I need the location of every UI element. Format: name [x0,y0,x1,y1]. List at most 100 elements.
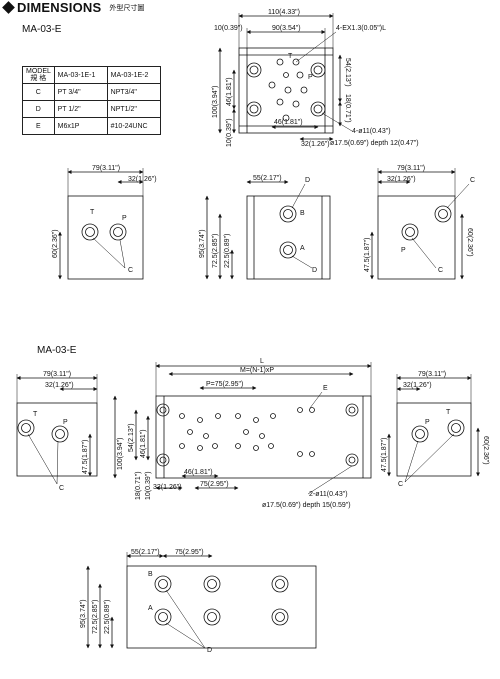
side-view-left: T P C 79(3.11") 32(1.26") 60(2.36") [52,165,157,280]
r3-d22: 22.5(0.89") [104,600,111,634]
r2-right-p: P [425,419,430,426]
r1-left-c: C [128,267,133,274]
r1-mid-b: B [300,210,305,217]
r2-left-p: P [63,419,68,426]
r1-right-d79: 79(3.11") [397,165,425,172]
front-view2-body [126,565,317,649]
dim-18: 18(0.71") [344,94,351,123]
dim-100: 100(3.94") [212,86,219,118]
r2-mid-d100: 100(3.94") [117,438,124,470]
dim-10: 10(0.39") [214,25,243,32]
section-label-1: MA-03-E [22,24,62,35]
r3-a: A [148,605,153,612]
front-mid-body [246,195,331,280]
dim-110: 110(4.33") [268,9,300,16]
dim-54: 54(2.13") [344,58,351,87]
r1-right-d32: 32(1.26") [387,176,416,183]
dim-46v: 46(1.81") [226,77,233,106]
table-cell: M6x1P [53,117,108,135]
r2-mid-hole: 2-ø11(0.43") [309,491,348,498]
r2-mid-d46v: 46(1.81") [140,429,147,458]
r1-mid-d72: 72.5(2.85") [212,234,219,268]
side-right-body [377,195,456,280]
r2-mid-d32: 32(1.26") [153,484,182,491]
r2-right-d79: 79(3.11") [418,371,446,378]
r3-d72: 72.5(2.85") [92,600,99,634]
mount-hole [246,62,262,78]
page-title: DIMENSIONS [17,0,102,15]
r1-right-d47: 47.5(1.87") [364,238,371,272]
r2-mid-d10: 10(0.39") [145,471,152,500]
r1-mid-d1: D [305,177,310,184]
r2-right-t: T [446,409,451,416]
r2-mid-d46h: 46(1.81") [184,469,213,476]
r2-right-d32: 32(1.26") [403,382,432,389]
mount-hole [310,62,326,78]
r2-left-t: T [33,411,38,418]
page-header: DIMENSIONS 外型尺寸圖 [0,0,144,15]
side-view-right-2: T P C 79(3.11") 32(1.26") 47.5(1.87") 60… [381,371,489,488]
r2-mid-e: E [323,385,328,392]
r2-mid-d18: 18(0.71") [135,471,142,500]
front-view-2: B A D 55(2.17") 75(2.95") 95(3.74") 72.5… [80,549,317,654]
side-view-right: P C C 79(3.11") 32(1.26") 47.5(1.87") 60… [364,165,475,280]
r1-left-t: T [90,209,95,216]
top-view-body [238,47,334,134]
dim-ex: 4-EX1.3(0.05")L [336,25,386,32]
r1-right-c1: C [470,177,475,184]
r1-mid-d55: 55(2.17") [253,175,282,182]
dim-32: 32(1.26") [301,141,330,148]
r2-mid-cb: ø17.5(0.69") depth 15(0.59") [262,502,351,509]
r2-mid-p75: P=75(2.95") [206,381,243,388]
side-view-left-2: T P C 79(3.11") 32(1.26") 47.5(1.87") [16,371,98,492]
r1-right-p: P [401,247,406,254]
dim-hole: 4-ø11(0.43") [352,128,391,135]
table-cell: #10-24UNC [106,117,161,135]
r2-mid-m: M=(N-1)xP [240,367,274,374]
model-table: MODEL 規 格 MA-03-1E-1 MA-03-1E-2 C PT 3/4… [22,66,161,135]
r1-mid-d95: 95(3.74") [199,229,206,258]
mount-hole [310,101,326,117]
r2-mid-l: L [260,358,264,365]
r2-left-c: C [59,485,64,492]
top-view2-body [155,395,372,479]
r2-right-c: C [398,481,403,488]
page-subtitle: 外型尺寸圖 [109,4,145,12]
front-view-mid: B A D D 55(2.17") 95(3.74") 72.5(2.85") … [199,175,331,280]
dim-90: 90(3.54") [272,25,301,32]
r3-b: B [148,571,153,578]
section-label-2: MA-03-E [37,345,77,356]
r1-left-d32: 32(1.26") [128,176,157,183]
r2-mid-d54: 54(2.13") [128,423,135,452]
r1-left-p: P [122,215,127,222]
dim-10v: 10(0.39") [226,118,233,147]
r3-d95: 95(3.74") [80,599,87,628]
r2-right-d47: 47.5(1.87") [381,438,388,472]
r1-left-d79: 79(3.11") [92,165,120,172]
top-p-label: P [308,74,313,81]
top-view-2: L M=(N-1)xP P=75(2.95") E 100(3.94") 54(… [113,358,372,509]
side-right2-body [396,402,472,477]
r1-right-d60: 60(2.36") [466,228,473,257]
mount-hole [246,101,262,117]
r1-mid-d2: D [312,267,317,274]
port-p [296,71,304,79]
r3-d75: 75(2.95") [175,549,204,556]
r2-left-d32: 32(1.26") [45,382,74,389]
r2-left-d79: 79(3.11") [43,371,71,378]
r2-right-d60: 60(2.36") [482,436,489,465]
r2-left-d47: 47.5(1.87") [82,440,89,474]
r2-mid-d75: 75(2.95") [200,481,229,488]
r1-mid-a: A [300,245,305,252]
top-t-label: T [288,53,293,60]
side-left-body [67,195,144,280]
r1-mid-d22: 22.5(0.89") [224,234,231,268]
dim-cb: ø17.5(0.69") depth 12(0.47") [330,140,419,147]
table-header-row: MODEL 規 格 MA-03-1E-1 MA-03-1E-2 [22,66,161,84]
top-view: T P 110(4.33") 90(3.54") 10(0.39") 4-EX1… [212,9,419,148]
table-row: E M6x1P #10-24UNC [22,117,161,135]
r3-d55: 55(2.17") [131,549,160,556]
r1-left-d60: 60(2.36") [52,229,59,258]
port-t [276,58,284,66]
